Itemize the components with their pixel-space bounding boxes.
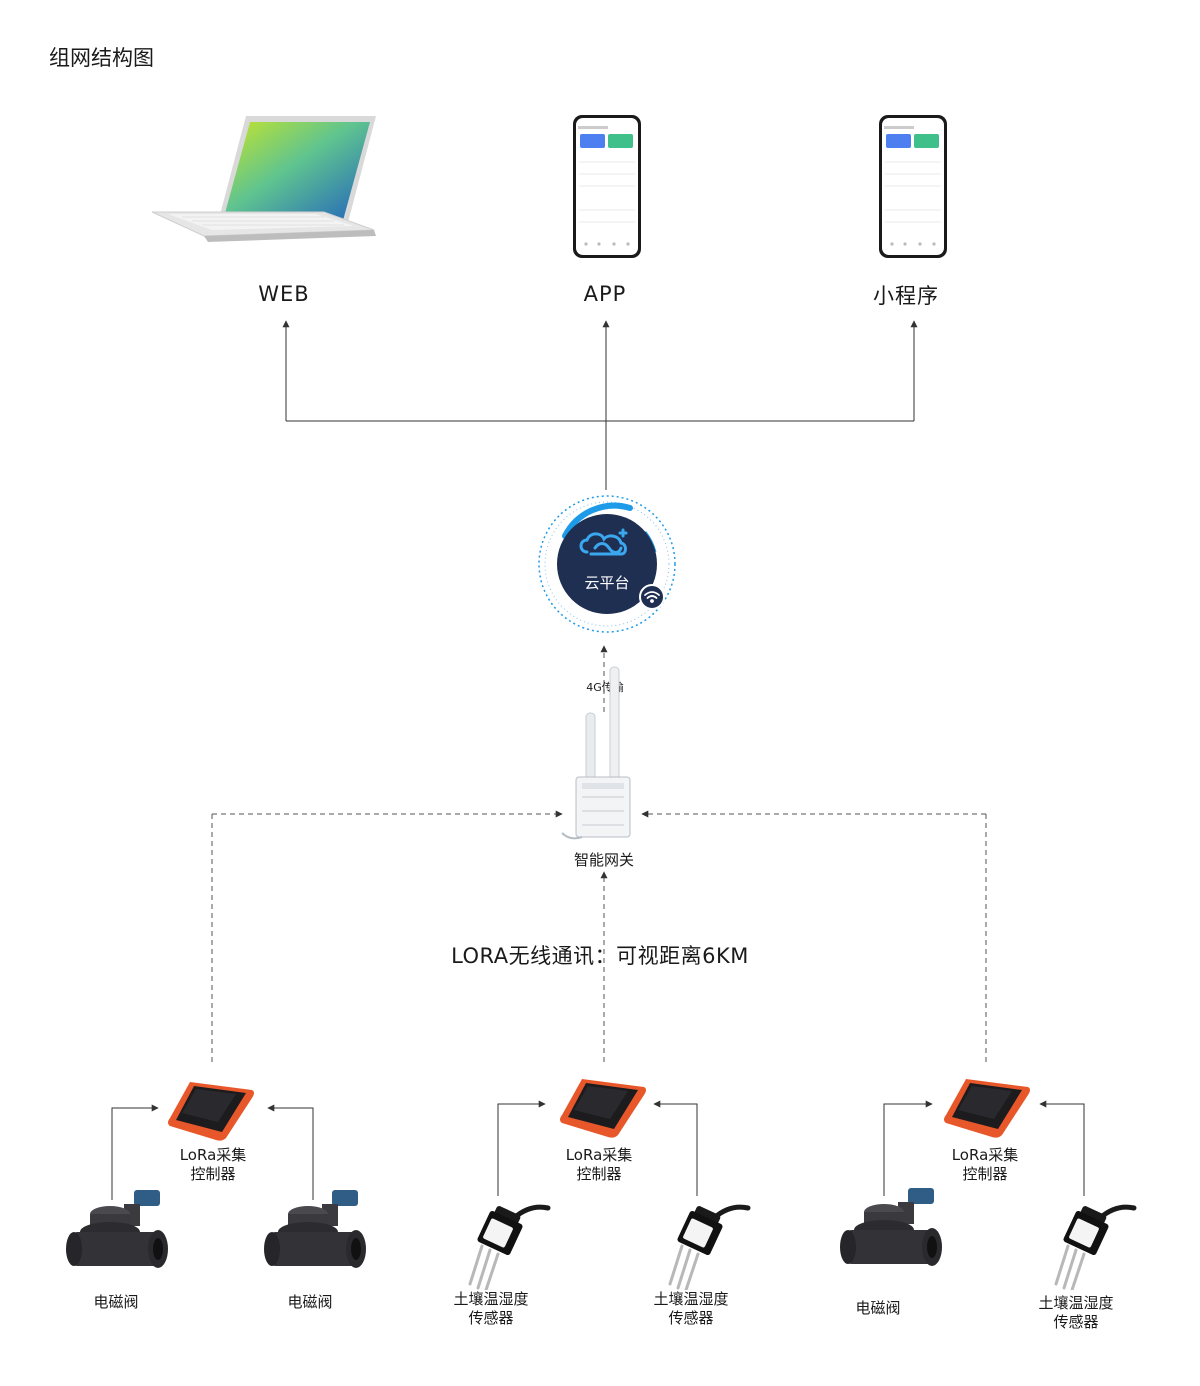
soil-sensor-icon xyxy=(1038,1200,1138,1290)
valve-icon xyxy=(838,1184,948,1276)
valve-icon xyxy=(64,1186,174,1278)
soil-sensor-icon xyxy=(452,1200,552,1290)
device-label-sensor-2: 土壤温湿度传感器 xyxy=(653,1290,729,1327)
phone-icon xyxy=(572,114,642,259)
lora-controller-2 xyxy=(558,1077,650,1139)
sensor2-to-controller2-arrow xyxy=(653,1100,698,1196)
phone-icon xyxy=(878,114,948,259)
device-label-valve-3: 电磁阀 xyxy=(855,1299,901,1317)
client-label-miniprogram: 小程序 xyxy=(873,284,939,308)
device-label-valve-2: 电磁阀 xyxy=(287,1293,333,1311)
cloud-platform xyxy=(535,492,680,637)
controller-label-1: LoRa采集控制器 xyxy=(179,1146,247,1183)
sensor3-to-controller3-arrow xyxy=(1039,1100,1085,1196)
client-label-app: APP xyxy=(583,282,627,306)
lora-controller-3 xyxy=(942,1077,1034,1139)
lora-description: LORA无线通讯：可视距离6KM xyxy=(451,944,749,968)
sensor1-to-controller2-arrow xyxy=(497,1100,546,1196)
cloud-icon xyxy=(579,528,628,556)
wifi-icon xyxy=(644,591,660,603)
gateway-icon xyxy=(558,665,648,845)
page-title: 组网结构图 xyxy=(49,46,154,70)
client-label-web: WEB xyxy=(258,282,310,306)
valve-icon xyxy=(262,1186,372,1278)
device-label-sensor-1: 土壤温湿度传感器 xyxy=(453,1290,529,1327)
controller-label-3: LoRa采集控制器 xyxy=(951,1146,1019,1183)
valve1-to-controller1-arrow xyxy=(111,1104,159,1200)
laptop-icon xyxy=(148,112,378,262)
controller-label-2: LoRa采集控制器 xyxy=(565,1146,633,1183)
gateway-label: 智能网关 xyxy=(573,851,634,869)
valve2-to-controller1-arrow xyxy=(267,1104,314,1200)
device-label-valve-1: 电磁阀 xyxy=(93,1293,139,1311)
lora-controller-1 xyxy=(166,1080,258,1142)
cloud-label: 云平台 xyxy=(584,574,630,592)
device-label-sensor-3: 土壤温湿度传感器 xyxy=(1038,1294,1114,1331)
soil-sensor-icon xyxy=(652,1200,752,1290)
valve3-to-controller3-arrow xyxy=(883,1100,933,1196)
